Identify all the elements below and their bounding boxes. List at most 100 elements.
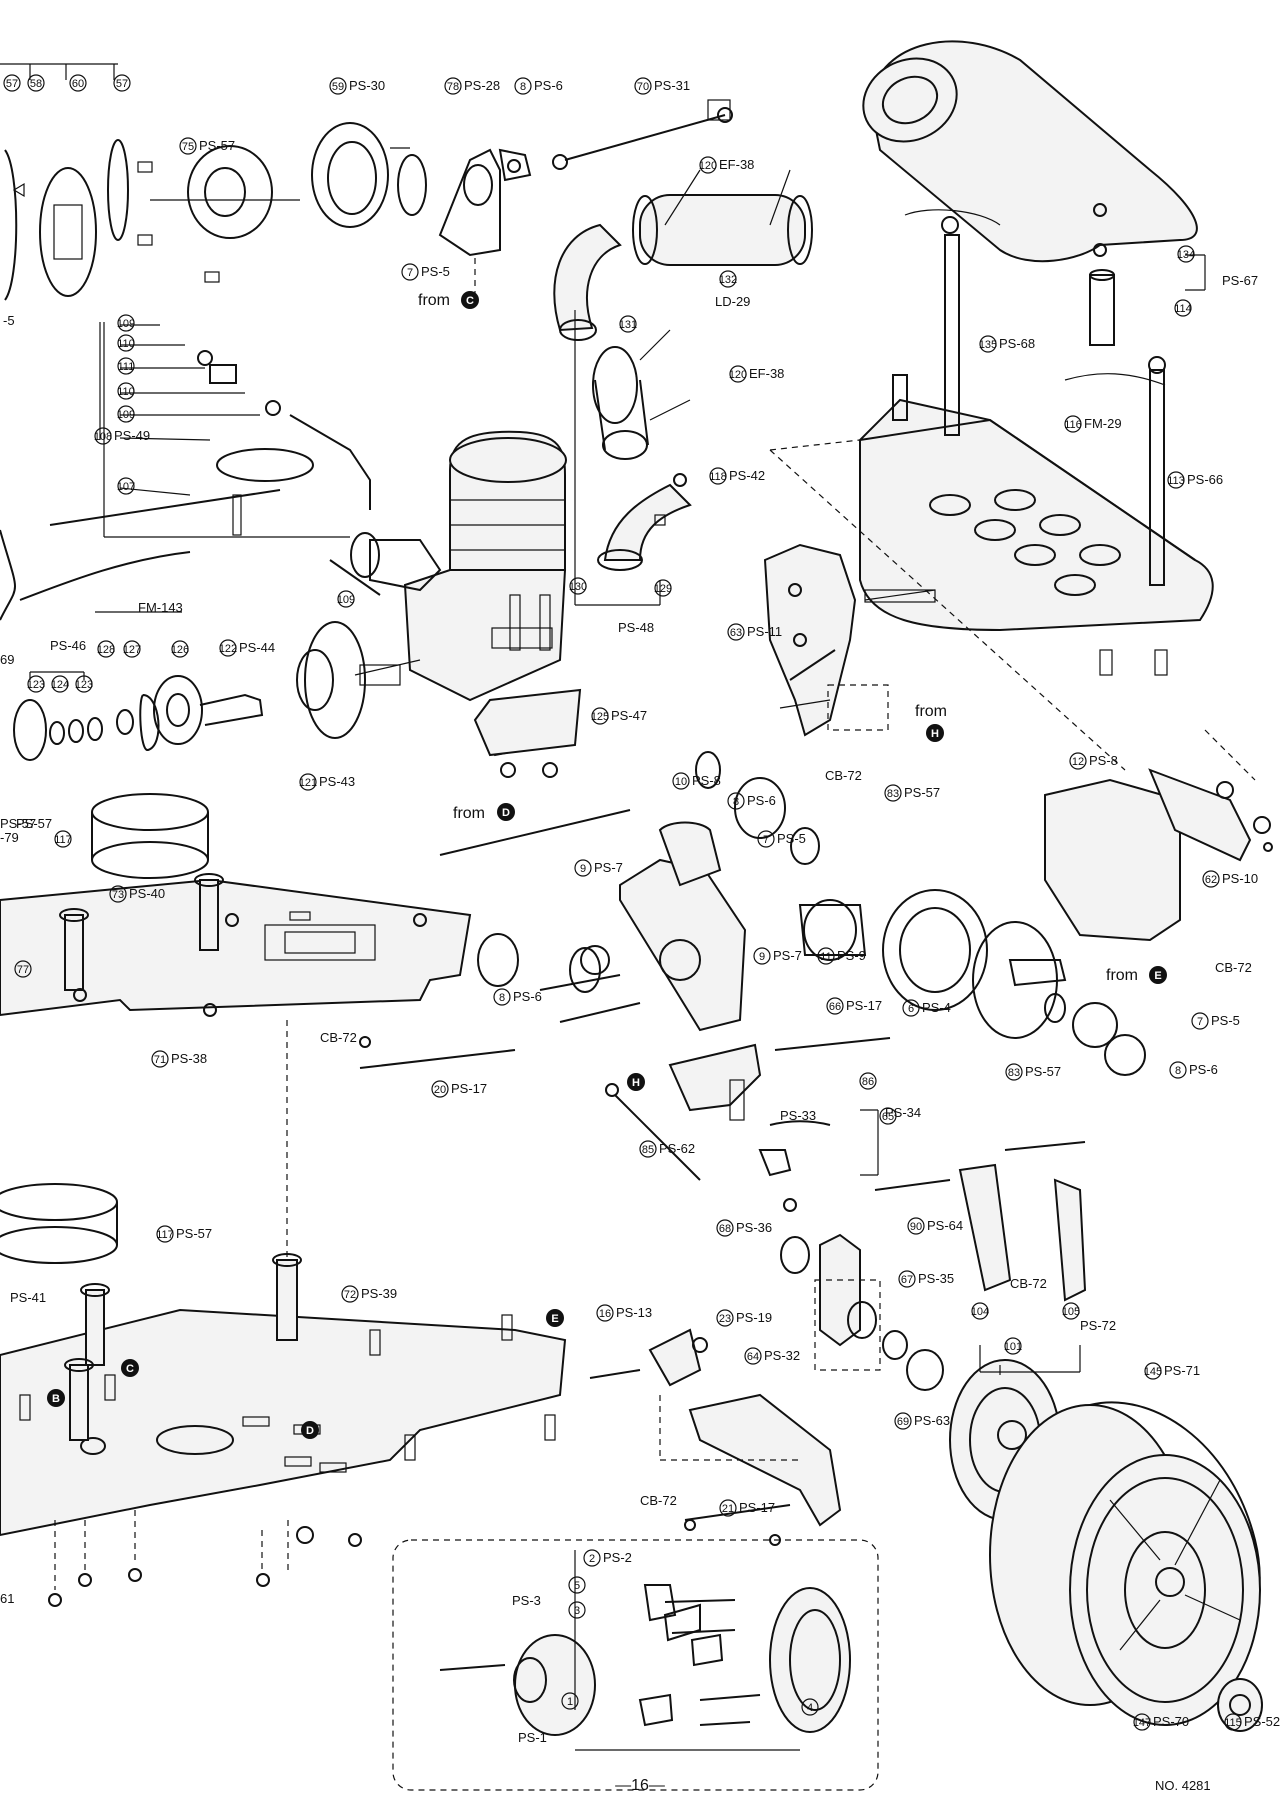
callout-number: 78 [447, 81, 459, 93]
callout-number-circle [27, 74, 45, 92]
callout-ld-29: LD-29 [715, 294, 750, 309]
callout-number: 85 [642, 1144, 654, 1156]
callout-number: 108 [94, 431, 112, 443]
callout-number: 120 [699, 160, 717, 172]
callout-part-code: PS-57 [176, 1226, 212, 1241]
starter-roller [862, 40, 1198, 346]
callout-number: 130 [569, 581, 587, 593]
lower-arm [589, 1328, 842, 1546]
callout-number-circle [719, 270, 737, 288]
callout-part-code: PS-5 [1211, 1013, 1240, 1028]
callout-number-circle [716, 1309, 734, 1327]
callout-number: 75 [182, 141, 194, 153]
from-c-label: from [418, 292, 450, 309]
from-d-letter: D [502, 807, 510, 819]
silicone-coupler [592, 329, 691, 460]
callout-number-circle [75, 675, 93, 693]
marker-d: D [306, 1425, 314, 1437]
callout-number-circle [1133, 1713, 1151, 1731]
callout-number: 114 [1174, 303, 1192, 315]
right-bulkhead [1044, 768, 1273, 942]
callout-number-circle [709, 467, 727, 485]
starter-base [859, 209, 1214, 676]
from-e-letter: E [1154, 970, 1161, 982]
callout-123: 123 [27, 675, 45, 693]
callout-number-circle [1069, 752, 1087, 770]
callout-number-circle [1167, 471, 1185, 489]
callout-number-circle [431, 1080, 449, 1098]
document-number: NO. 4281 [1155, 1778, 1211, 1793]
callout-number-circle [568, 1576, 586, 1594]
callout-number-circle [97, 640, 115, 658]
callout-114: 114 [1174, 299, 1192, 317]
callout-number: 101 [1004, 1341, 1022, 1353]
callout-part-code: PS-2 [603, 1550, 632, 1565]
callout-number-circle [654, 579, 672, 597]
callout-part-code: PS-3 [512, 1593, 541, 1608]
callout-number-circle [27, 675, 45, 693]
callout-part-code: PS-6 [747, 793, 776, 808]
callout-5: -5 [3, 313, 15, 328]
callout-number: 125 [591, 711, 609, 723]
callout-part-code: PS-17 [451, 1081, 487, 1096]
callout-number: 9 [759, 951, 765, 963]
callout-number-circle [109, 885, 127, 903]
clutch-housing [137, 145, 300, 283]
front-driveshaft [552, 99, 733, 170]
rear-hub-carrier [780, 1141, 1087, 1391]
callout-number-circle [1062, 1302, 1080, 1320]
callout-part-code: PS-35 [918, 1271, 954, 1286]
callout-number-circle [117, 405, 135, 423]
callout-part-code: PS-11 [747, 624, 782, 639]
callout-part-code: PS-17 [739, 1500, 775, 1515]
callout-number-circle [1004, 1337, 1022, 1355]
callout-number: 72 [344, 1289, 356, 1301]
callout-number: 145 [1144, 1366, 1162, 1378]
callout-cb-72: CB-72 [320, 1030, 357, 1045]
callout-number: 90 [910, 1221, 922, 1233]
callout-number-circle [69, 74, 87, 92]
callout-1: 1 [561, 1692, 579, 1710]
callout-129: 129 [654, 579, 672, 597]
callout-number-circle [1191, 1012, 1209, 1030]
callout-number: 147 [1133, 1717, 1151, 1729]
chassis-main-plate [0, 1020, 567, 1607]
callout-number: 134 [1177, 249, 1195, 261]
callout-part-code: PS-6 [513, 989, 542, 1004]
callout-part-code: PS-57 [199, 138, 235, 153]
callout-number-circle [561, 1692, 579, 1710]
callout-number: 21 [722, 1503, 734, 1515]
callout-number: 69 [897, 1416, 909, 1428]
callout-number-circle [719, 1499, 737, 1517]
callout-part-code: -79 [0, 830, 19, 845]
callout-number: 8 [520, 81, 526, 93]
callout-109: 109 [337, 590, 355, 608]
callout-number: 65 [882, 1111, 894, 1123]
callout-number: 2 [589, 1553, 595, 1565]
callout-number: 132 [719, 274, 737, 286]
callout-65: 65 [879, 1107, 897, 1125]
callout-part-code: PS-66 [1187, 472, 1223, 487]
upper-arm [605, 1043, 831, 1212]
from-d-label: from [453, 805, 485, 822]
callout-number-circle [729, 365, 747, 383]
callout-number-circle [1202, 870, 1220, 888]
callout-number: 122 [219, 643, 237, 655]
callout-number-circle [94, 427, 112, 445]
callout-number-circle [801, 1698, 819, 1716]
flywheel-plate [4, 139, 129, 301]
callout-number: 70 [637, 81, 649, 93]
motor-mount-plate [763, 543, 936, 737]
callout-part-code: PS-39 [361, 1286, 397, 1301]
